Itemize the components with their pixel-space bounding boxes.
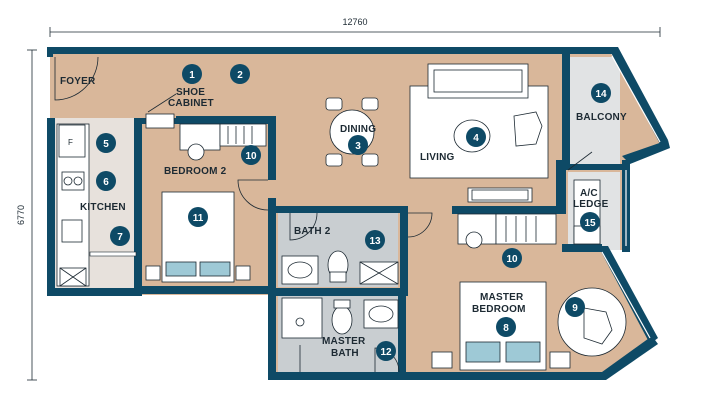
svg-text:12: 12 <box>380 347 392 358</box>
ac-ledge-label-line1: A/C <box>580 188 598 199</box>
bath2-fixtures <box>281 250 399 285</box>
svg-text:5: 5 <box>103 139 109 150</box>
svg-text:1: 1 <box>189 70 195 81</box>
living-label: LIVING <box>420 152 455 163</box>
svg-text:10: 10 <box>506 254 518 265</box>
balcony-floor <box>568 57 620 167</box>
svg-text:15: 15 <box>584 218 596 229</box>
svg-text:9: 9 <box>572 303 578 314</box>
bath2-label: BATH 2 <box>294 226 331 237</box>
badge-14: 14 <box>591 83 611 103</box>
shoe-cabinet <box>145 113 175 129</box>
svg-text:2: 2 <box>237 70 243 81</box>
badge-15: 15 <box>580 212 600 232</box>
shoe-cabinet-label-line1: SHOE <box>176 87 205 98</box>
svg-text:11: 11 <box>193 213 204 224</box>
height-dimension-label: 6770 <box>16 205 26 225</box>
badge-9: 9 <box>565 297 585 317</box>
master-bath-label-line1: MASTER <box>322 336 366 347</box>
badge-2: 2 <box>230 64 250 84</box>
svg-text:13: 13 <box>369 236 381 247</box>
badge-1: 1 <box>182 64 202 84</box>
master-bedroom-label-line2: BEDROOM <box>472 304 526 315</box>
badge-3: 3 <box>348 135 368 155</box>
svg-text:3: 3 <box>355 141 361 152</box>
width-dimension-label: 12760 <box>342 17 367 27</box>
svg-text:8: 8 <box>503 323 509 334</box>
master-bath-label-line2: BATH <box>331 348 359 359</box>
ac-ledge-label-line2: LEDGE <box>573 199 609 210</box>
balcony-fixtures <box>573 179 601 245</box>
kitchen-label: KITCHEN <box>80 202 126 213</box>
bedroom2-label: BEDROOM 2 <box>164 166 227 177</box>
svg-text:10: 10 <box>245 151 257 162</box>
badge-11: 11 <box>188 207 208 227</box>
svg-text:4: 4 <box>473 133 479 144</box>
kitchen-counter <box>56 123 90 287</box>
badge-10-bedroom2: 10 <box>241 145 261 165</box>
master-bedroom-label-line1: MASTER <box>480 292 524 303</box>
badge-10-master: 10 <box>502 248 522 268</box>
badge-13: 13 <box>365 230 385 250</box>
fridge-label: F <box>68 138 73 147</box>
shoe-cabinet-label-line2: CABINET <box>168 98 214 109</box>
badges: 1 2 3 4 5 6 7 8 9 10 10 11 12 13 14 15 <box>96 64 611 361</box>
windows <box>601 55 661 339</box>
svg-text:6: 6 <box>103 177 109 188</box>
balcony-label: BALCONY <box>576 112 627 123</box>
badge-4: 4 <box>466 127 486 147</box>
master-bath-fixtures <box>281 297 399 339</box>
dining-label: DINING <box>340 124 376 135</box>
dimension-left <box>27 49 37 381</box>
svg-text:14: 14 <box>595 89 607 100</box>
svg-text:7: 7 <box>117 232 123 243</box>
foyer-label: FOYER <box>60 76 96 87</box>
badge-6: 6 <box>96 171 116 191</box>
badge-8: 8 <box>496 317 516 337</box>
dimension-top <box>49 27 661 37</box>
badge-12: 12 <box>376 341 396 361</box>
badge-5: 5 <box>96 133 116 153</box>
kitchen-island <box>89 251 137 257</box>
walls <box>47 47 670 380</box>
badge-7: 7 <box>110 226 130 246</box>
